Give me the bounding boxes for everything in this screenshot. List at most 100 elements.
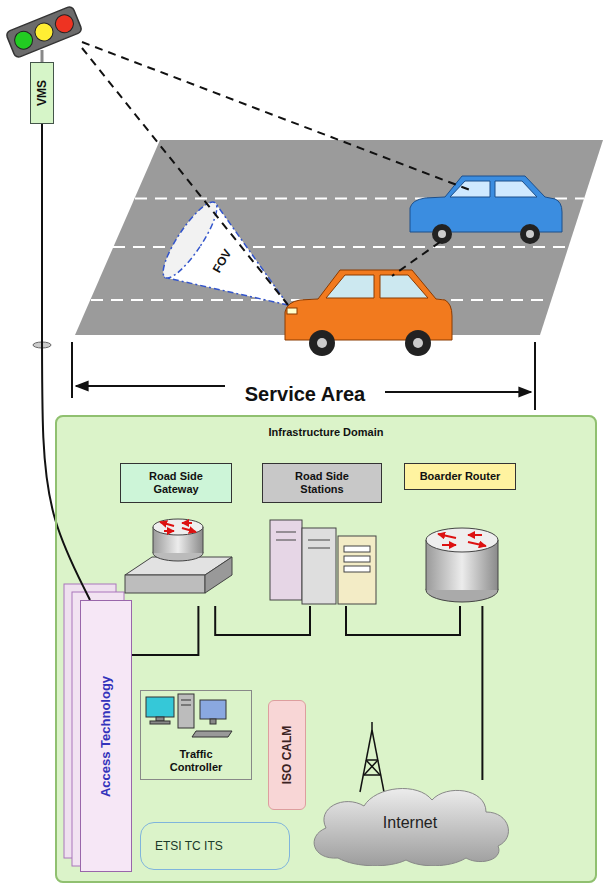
domain-box: Infrastructure DomainRoad Side Gateway Ro… <box>55 415 597 883</box>
dimension-line <box>76 385 225 387</box>
blue-car <box>495 181 537 197</box>
border-router-icon <box>426 540 427 590</box>
server-icons <box>276 540 296 541</box>
antenna-tower <box>366 759 378 761</box>
node-text: Internet <box>383 814 437 832</box>
signal-lines <box>82 42 470 305</box>
dimension-line <box>72 342 535 410</box>
cloud-outline <box>314 789 508 866</box>
fov-cone <box>155 196 288 305</box>
traffic-light <box>53 12 76 35</box>
server-icons <box>308 540 330 541</box>
server-icons <box>344 546 370 552</box>
blue-car <box>410 176 562 232</box>
dimension-line <box>71 342 73 398</box>
orange-car <box>405 330 431 356</box>
orange-car <box>309 330 335 356</box>
orange-car <box>326 275 374 298</box>
gateway-router-icon <box>160 522 174 526</box>
gateway-router-icon <box>160 522 196 532</box>
server-icons <box>344 566 370 572</box>
gateway-router-icon <box>153 527 154 553</box>
blue-car <box>410 176 562 244</box>
server-icons <box>308 548 330 549</box>
node-text: Road Side Gateway <box>120 463 232 503</box>
node-text: ETSI TC ITS <box>155 839 223 853</box>
gateway-router-icon <box>205 557 232 593</box>
connector-line <box>42 124 90 600</box>
server-icons <box>338 536 376 604</box>
orange-car <box>380 275 428 298</box>
orange-car <box>287 308 297 314</box>
antenna-tower <box>364 774 380 776</box>
traffic-light <box>5 6 82 59</box>
access-stack: Access Technology <box>80 600 132 872</box>
node-text: Road Side Stations <box>262 463 382 503</box>
computer-icons <box>146 697 174 717</box>
node-text: Access Technology <box>99 675 114 796</box>
gateway-router-icon <box>153 519 203 535</box>
server-icons <box>302 528 336 604</box>
server-icons <box>344 556 370 562</box>
signal-lines <box>82 48 288 305</box>
antenna-tower <box>366 760 380 775</box>
connector-line <box>481 606 483 780</box>
standard-box: ETSI TC ITS <box>140 822 290 870</box>
node-text: Boarder Router <box>404 463 516 490</box>
border-router-icon <box>498 540 499 590</box>
border-router-icon <box>442 544 456 546</box>
server-icons <box>270 520 376 604</box>
vms-sign: VMS <box>30 62 54 124</box>
orange-car <box>285 270 452 340</box>
router-box: Boarder Router <box>404 463 516 606</box>
computer-icons <box>150 721 170 724</box>
signal-lines <box>82 42 470 190</box>
computer-icons <box>146 694 232 737</box>
connector-line <box>215 606 310 635</box>
computer-icons <box>156 717 164 721</box>
orange-car <box>317 338 327 348</box>
traffic-light <box>32 20 55 43</box>
gateway-router-icon <box>125 575 205 593</box>
border-router-icon <box>468 534 482 536</box>
computer-icons <box>192 731 232 737</box>
computer-icons <box>181 700 191 701</box>
blue-car <box>438 230 446 238</box>
antenna-tower <box>364 760 378 775</box>
border-router-icon <box>438 534 486 546</box>
domain-ground <box>55 415 597 883</box>
blue-car <box>432 224 452 244</box>
antenna-tower <box>360 722 384 792</box>
dimension-line <box>385 391 531 393</box>
computer-icons <box>178 694 194 728</box>
gateway-router-icon <box>182 528 196 532</box>
gateway-router-icon <box>182 522 192 524</box>
connector-line <box>132 606 198 655</box>
computer-icons <box>181 705 191 706</box>
antenna-tower <box>371 722 373 730</box>
border-router-icon <box>426 528 498 552</box>
orange-car <box>285 270 452 356</box>
controller-box: Traffic Controller <box>140 690 252 780</box>
standard-box: ISO CALM <box>268 700 306 810</box>
traffic-light <box>12 29 35 52</box>
computer-icons <box>210 719 216 724</box>
gateway-router-icon <box>203 527 204 553</box>
computer-icons <box>200 700 226 719</box>
signal-lines <box>392 242 440 276</box>
node-text: VMS <box>35 80 49 106</box>
gateway-box: Road Side Gateway <box>120 463 232 606</box>
orange-car <box>413 338 423 348</box>
gateway-router-icon <box>164 530 174 532</box>
traffic-light <box>5 6 82 59</box>
station-box: Road Side Stations <box>262 463 382 606</box>
border-router-icon <box>468 542 486 546</box>
node-text: Infrastructure Domain <box>57 426 595 438</box>
blue-car <box>450 181 490 197</box>
blue-car <box>526 230 534 238</box>
node-text: Traffic Controller <box>160 748 232 774</box>
internet-cloud: Internet <box>300 780 520 866</box>
border-router-icon <box>438 534 456 538</box>
dimension-line <box>534 342 536 410</box>
